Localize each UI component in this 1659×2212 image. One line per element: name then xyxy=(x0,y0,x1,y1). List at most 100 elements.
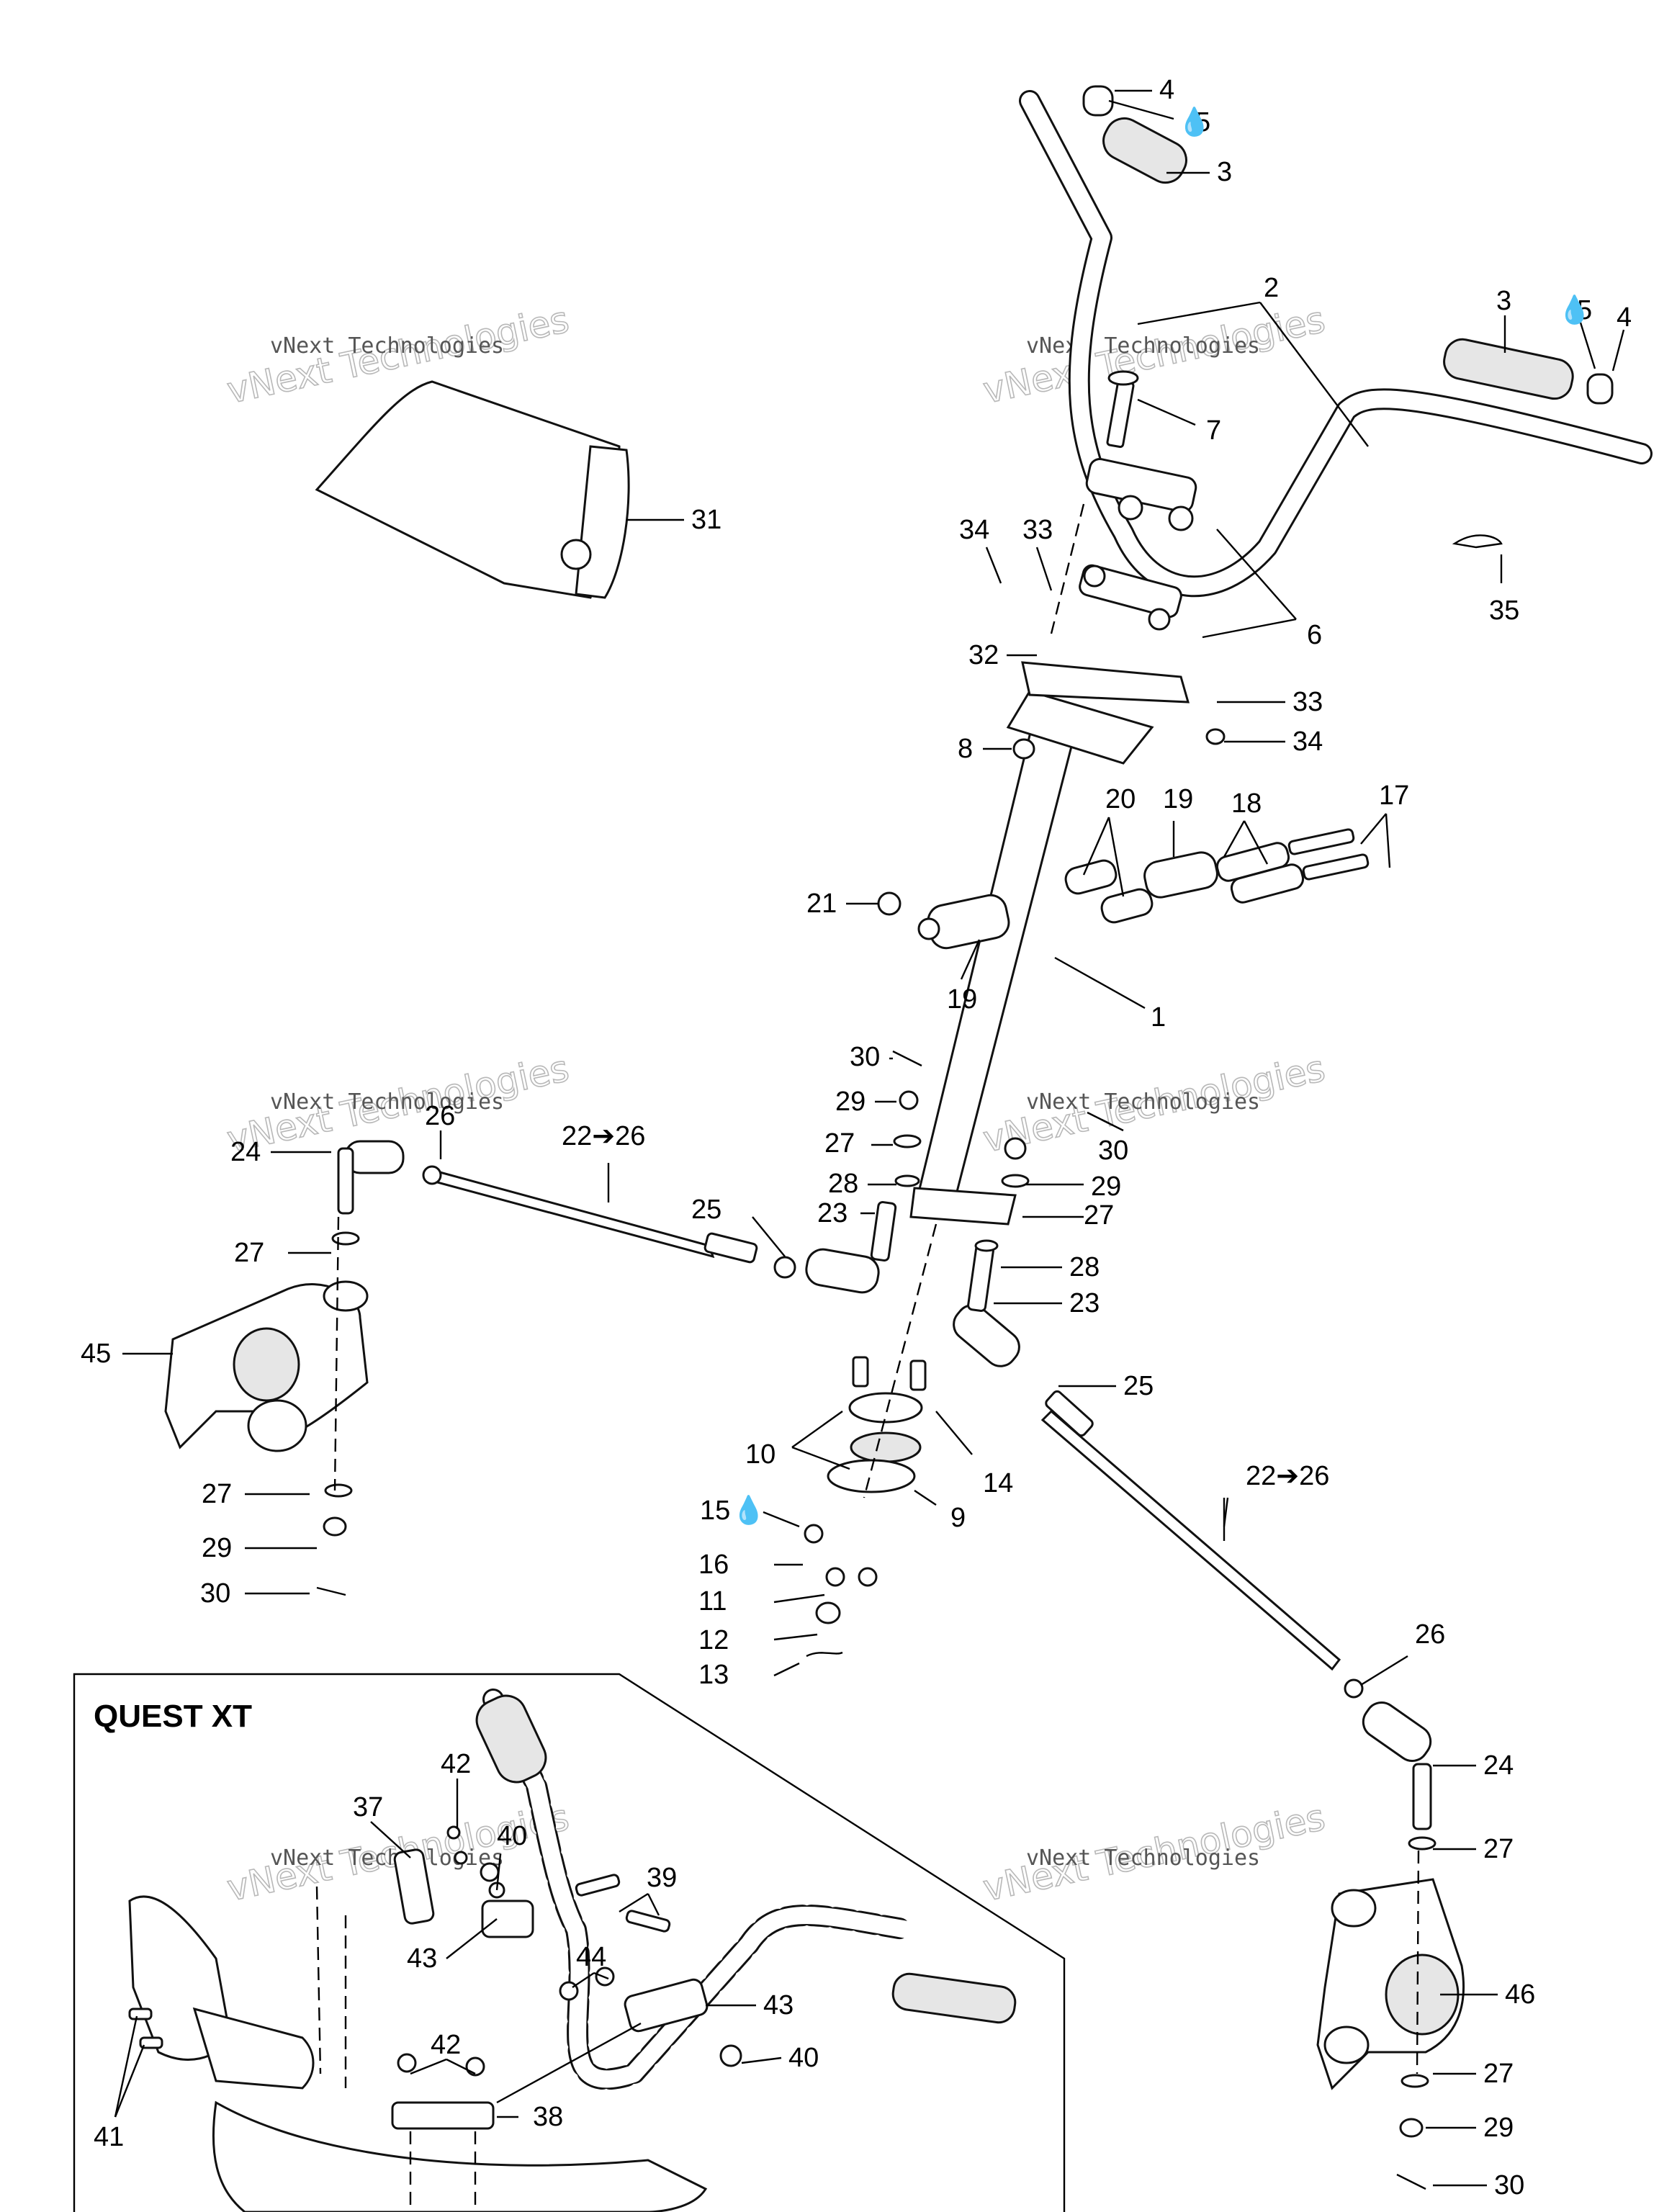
callout-label: 27 xyxy=(824,1128,855,1159)
callout-label: 28 xyxy=(1069,1252,1100,1282)
callout-label: 11 xyxy=(698,1586,727,1617)
alignment-lines xyxy=(333,503,1420,2074)
callout-label: 46 xyxy=(1505,1979,1535,2010)
callout-label: 22➔26 xyxy=(562,1121,645,1151)
callout-label: 29 xyxy=(835,1087,866,1117)
callout-label: 40 xyxy=(497,1821,527,1851)
callout-label: 27 xyxy=(1483,1834,1514,1864)
lower-bearing xyxy=(804,1356,927,1658)
callout-label: 6 xyxy=(1307,620,1322,650)
hardware xyxy=(316,534,1503,2190)
tie-rod-right xyxy=(953,1244,1432,1830)
callout-label: 29 xyxy=(202,1533,232,1563)
callout-label: 29 xyxy=(1483,2113,1514,2143)
callout-label: 4 xyxy=(1617,302,1632,333)
callout-label: 24 xyxy=(1483,1750,1514,1781)
callout-label: 26 xyxy=(1415,1619,1445,1650)
callout-label: 30 xyxy=(1494,2170,1524,2200)
watermark-small: vNext Technologies xyxy=(1026,1845,1260,1871)
callout-label: 28 xyxy=(828,1169,858,1199)
callout-label: 29 xyxy=(1091,1172,1121,1202)
shield-31 xyxy=(315,380,630,599)
callout-label: 22➔26 xyxy=(1246,1461,1329,1491)
callout-label: 27 xyxy=(1084,1200,1114,1231)
spindle-45 xyxy=(164,1280,369,1452)
callout-label: 30 xyxy=(850,1042,880,1072)
handlebar xyxy=(1019,90,1653,598)
callout-label: 21 xyxy=(806,889,837,919)
callout-label: 38 xyxy=(533,2102,563,2132)
callout-label: 32 xyxy=(968,640,999,670)
callout-label: 42 xyxy=(431,2030,461,2060)
callouts: 4 5 💧 3 2 3 5 💧 4 7 31 34 33 6 35 32 33 … xyxy=(81,75,1632,2200)
callout-label: 35 xyxy=(1489,595,1519,626)
callout-label: 27 xyxy=(1483,2059,1514,2089)
callout-label: 15 xyxy=(700,1496,730,1526)
callout-label: 14 xyxy=(983,1468,1013,1498)
callout-label: 40 xyxy=(788,2043,819,2073)
callout-label: 4 xyxy=(1159,75,1174,105)
callout-label: 34 xyxy=(1292,727,1323,757)
spindle-46 xyxy=(1316,1878,1465,2090)
callout-label: 20 xyxy=(1105,784,1136,814)
callout-label: 13 xyxy=(698,1660,729,1690)
callout-label: 25 xyxy=(691,1195,721,1225)
callout-label: 2 xyxy=(1264,273,1279,303)
watermark-small: vNext Technologies xyxy=(1026,1089,1260,1115)
callout-label: 5 xyxy=(1195,107,1210,138)
callout-label: 7 xyxy=(1206,415,1221,446)
callout-label: 33 xyxy=(1022,515,1053,545)
callout-label: 23 xyxy=(1069,1288,1100,1318)
callout-label: 19 xyxy=(947,984,977,1015)
handlebar-clamps xyxy=(1079,458,1197,631)
callout-label: 12 xyxy=(698,1625,729,1655)
callout-label: 1 xyxy=(1151,1002,1166,1033)
callout-label: 18 xyxy=(1231,788,1262,819)
callout-label: 43 xyxy=(407,1943,437,1974)
pivot-assembly xyxy=(877,828,1370,950)
drop-symbol: 💧 xyxy=(1177,106,1211,138)
callout-label: 25 xyxy=(1123,1371,1154,1401)
callout-label: 3 xyxy=(1217,157,1232,187)
callout-label: 43 xyxy=(763,1990,793,2020)
callout-label: 3 xyxy=(1496,286,1511,316)
drop-symbol: 💧 xyxy=(732,1494,765,1526)
callout-label: 33 xyxy=(1292,687,1323,717)
callout-label: 17 xyxy=(1379,781,1409,811)
callout-label: 23 xyxy=(817,1198,848,1228)
watermark-small: vNext Technologies xyxy=(270,333,504,359)
inset-quest-xt: QUEST XT xyxy=(73,1673,1066,2212)
callout-label: 16 xyxy=(698,1550,729,1580)
callout-label: 30 xyxy=(200,1578,230,1609)
callout-label: 27 xyxy=(234,1238,264,1268)
callout-label: 34 xyxy=(959,515,989,545)
grip-right xyxy=(1443,338,1614,405)
drop-symbol: 💧 xyxy=(1557,294,1591,325)
callout-label: 37 xyxy=(353,1792,383,1822)
callout-label: 45 xyxy=(81,1339,111,1369)
callout-label: 5 xyxy=(1577,295,1592,325)
callout-label: 24 xyxy=(230,1137,261,1167)
inset-title: QUEST XT xyxy=(94,1699,252,1734)
watermark-small: vNext Technologies xyxy=(270,1089,504,1115)
callout-label: 10 xyxy=(745,1439,775,1470)
callout-label: 41 xyxy=(94,2122,124,2152)
callout-label: 8 xyxy=(958,734,973,764)
callout-label: 9 xyxy=(950,1503,966,1533)
callout-label: 31 xyxy=(691,505,721,535)
bolt-7 xyxy=(1106,370,1139,449)
callout-label: 39 xyxy=(647,1863,677,1893)
callout-label: 27 xyxy=(202,1479,232,1509)
callout-label: 30 xyxy=(1098,1136,1128,1166)
grip-left xyxy=(1082,85,1187,184)
watermark-small: vNext Technologies xyxy=(1026,333,1260,359)
tie-rod-left xyxy=(337,1140,897,1294)
steering-column xyxy=(909,661,1190,1226)
callout-label: 26 xyxy=(425,1101,455,1131)
callout-label: 19 xyxy=(1163,784,1193,814)
watermark-group: vNext Technologies vNext Technologies vN… xyxy=(223,298,1329,1910)
callout-label: 42 xyxy=(441,1749,471,1779)
watermark-small: vNext Technologies xyxy=(270,1845,504,1871)
callout-label: 44 xyxy=(576,1942,606,1972)
